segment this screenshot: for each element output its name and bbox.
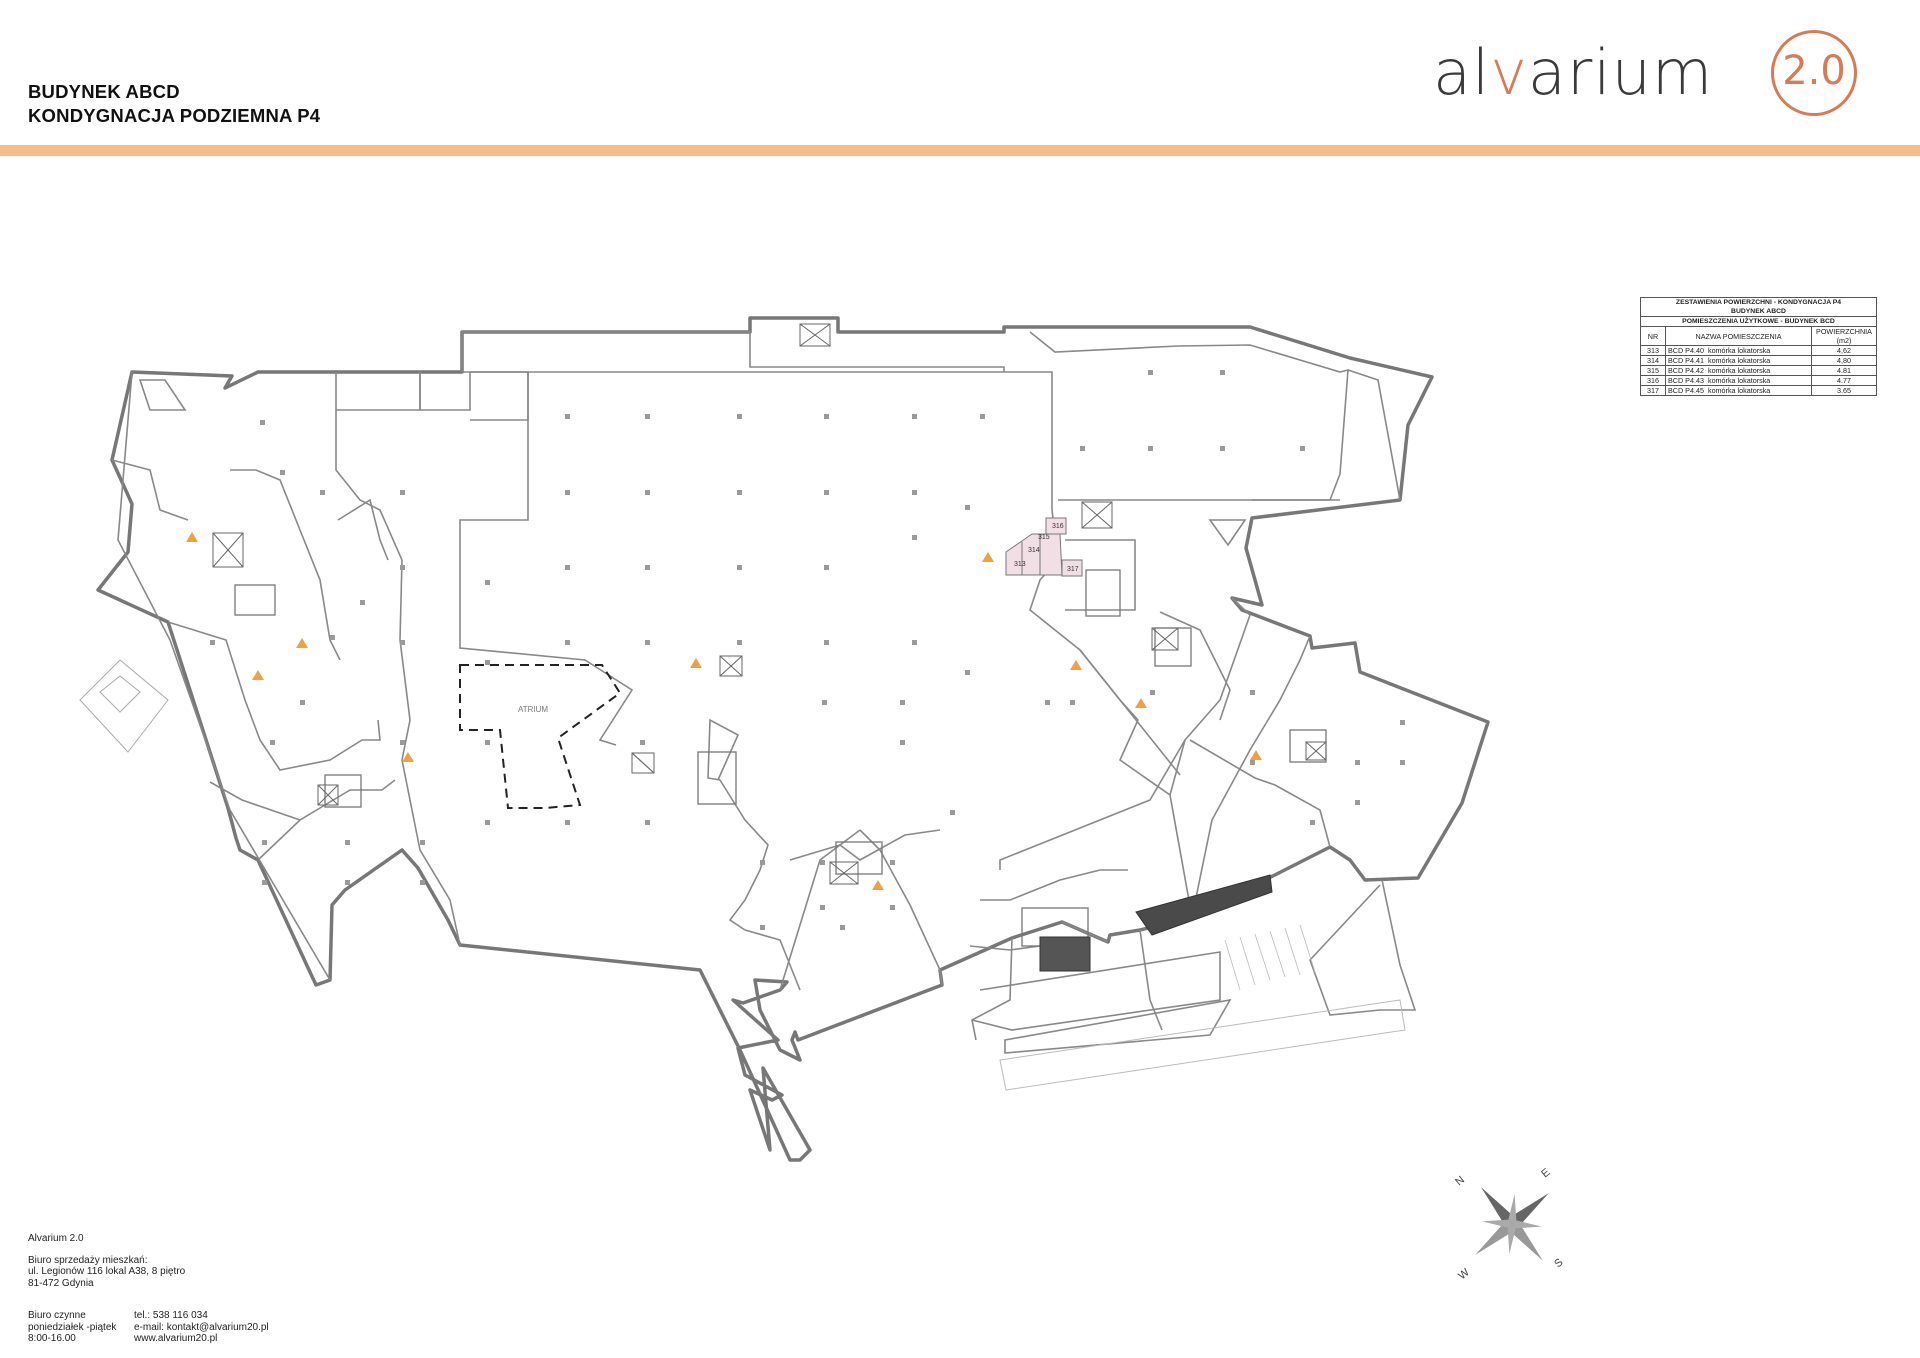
building-title: BUDYNEK ABCD [28, 81, 180, 102]
room-314-label: 314 [1028, 547, 1040, 554]
table-title-line1: ZESTAWIENIA POWIERZCHNI - KONDYGNACJA P4 [1675, 299, 1842, 306]
table-row: 313 BCD P4.40 komórka lokatorska 4,62 [1640, 345, 1877, 356]
logo-ring [1771, 30, 1857, 116]
stair-cores [234, 569, 1327, 947]
phone: tel.: 538 116 034 [134, 1310, 208, 1321]
storage-room-labels: 313 314 315 316 317 [1014, 523, 1079, 573]
outer-walls [96, 316, 1490, 1162]
logo-wordmark-accent: v [1490, 36, 1528, 109]
row-area: 4.77 [1811, 375, 1877, 386]
column-nr: NR [1640, 326, 1666, 346]
row-area: 4,62 [1811, 345, 1877, 356]
warning-triangle-icon [402, 752, 414, 762]
warning-triangle-icon [1070, 660, 1082, 670]
column-area-line1: POWIERZCHNIA [1816, 327, 1872, 336]
elevator-icons [212, 323, 1327, 885]
row-nr: 316 [1640, 375, 1666, 386]
atrium-outline [459, 664, 622, 809]
row-nr: 315 [1640, 365, 1666, 376]
row-area: 4,80 [1811, 355, 1877, 366]
column-area: POWIERZCHNIA(m2) [1811, 326, 1877, 346]
row-area: 4.81 [1811, 365, 1877, 376]
hydrant-markers [186, 532, 1262, 890]
footer-hours: Biuro czynne poniedziałek -piątek 8:00-1… [28, 1310, 116, 1345]
row-name: BCD P4.40 komórka lokatorska [1665, 345, 1812, 356]
ventilation-grills [1039, 874, 1273, 972]
warning-triangle-icon [252, 670, 264, 680]
row-nr: 317 [1640, 385, 1666, 396]
logo-wordmark: alvarium [1433, 36, 1713, 109]
room-313-label: 313 [1014, 561, 1026, 568]
footer-company: Alvarium 2.0 Biuro sprzedaży mieszkań: u… [28, 1233, 185, 1289]
exterior-shaft [79, 659, 169, 753]
column-area-line2: (m2) [1836, 336, 1852, 345]
sheet-title: BUDYNEK ABCD KONDYGNACJA PODZIEMNA P4 [28, 80, 320, 128]
compass-e: E [1539, 1166, 1552, 1180]
logo-version: 2.0 [1782, 48, 1846, 94]
table-title-line2: BUDYNEK ABCD [1731, 308, 1786, 315]
ramp-hatching [1224, 924, 1316, 991]
warning-triangle-icon [1135, 698, 1147, 708]
office-label: Biuro sprzedaży mieszkań: [28, 1254, 148, 1266]
inner-walls [111, 331, 1417, 1054]
warning-triangle-icon [186, 532, 198, 542]
room-317-label: 317 [1067, 566, 1079, 573]
row-area: 3.65 [1811, 385, 1877, 396]
table-row: 315 BCD P4.42 komórka lokatorska 4.81 [1640, 365, 1877, 376]
footer-contact: tel.: 538 116 034 e-mail: kontakt@alvari… [134, 1310, 269, 1345]
atrium-label: ATRIUM [518, 705, 548, 714]
website-link[interactable]: www.alvarium20.pl [134, 1333, 218, 1344]
row-name: BCD P4.45 komórka lokatorska [1665, 385, 1812, 396]
company-name: Alvarium 2.0 [28, 1233, 84, 1244]
logo-wordmark-prefix: al [1433, 36, 1491, 109]
table-row: 317 BCD P4.45 komórka lokatorska 3.65 [1640, 385, 1877, 396]
warning-triangle-icon [872, 880, 884, 890]
column-name: NAZWA POMIESZCZENIA [1665, 326, 1812, 346]
table-title: ZESTAWIENIA POWIERZCHNI - KONDYGNACJA P4… [1640, 297, 1877, 317]
row-name: BCD P4.42 komórka lokatorska [1665, 365, 1812, 376]
logo-wordmark-suffix: arium [1527, 36, 1714, 109]
storage-rooms [1005, 517, 1083, 577]
area-summary-table: ZESTAWIENIA POWIERZCHNI - KONDYGNACJA P4… [1640, 297, 1877, 396]
warning-triangle-icon [1250, 750, 1262, 760]
compass-n: N [1453, 1174, 1467, 1188]
ramp [999, 999, 1406, 1091]
alvarium-logo: alvarium 2.0 [1425, 26, 1885, 136]
address-line2: 81-472 Gdynia [28, 1277, 94, 1289]
compass-w: W [1456, 1266, 1472, 1282]
warning-triangle-icon [296, 638, 308, 648]
table-section: POMIESZCZENIA UŻYTKOWE - BUDYNEK BCD [1640, 316, 1877, 327]
table-row: 314 BCD P4.41 komórka lokatorska 4,80 [1640, 355, 1877, 366]
warning-triangle-icon [982, 552, 994, 562]
hours-value: 8:00-16.00 [28, 1333, 76, 1344]
email-link[interactable]: e-mail: kontakt@alvarium20.pl [134, 1321, 269, 1333]
compass-rose-icon: N E S W [1453, 1166, 1565, 1282]
room-316-label: 316 [1052, 523, 1064, 530]
row-nr: 314 [1640, 355, 1666, 366]
hours-label1: Biuro czynne [28, 1310, 86, 1321]
row-nr: 313 [1640, 345, 1666, 356]
structural-columns [210, 370, 1405, 930]
floor-title: KONDYGNACJA PODZIEMNA P4 [28, 105, 321, 126]
hours-label2: poniedziałek -piątek [28, 1321, 117, 1333]
compass-s: S [1552, 1256, 1565, 1270]
table-row: 316 BCD P4.43 komórka lokatorska 4.77 [1640, 375, 1877, 386]
room-315-label: 315 [1038, 534, 1050, 541]
row-name: BCD P4.41 komórka lokatorska [1665, 355, 1812, 366]
row-name: BCD P4.43 komórka lokatorska [1665, 375, 1812, 386]
header-divider [0, 145, 1920, 156]
address-line1: ul. Legionów 116 lokal A38, 8 piętro [28, 1266, 186, 1277]
warning-triangle-icon [690, 658, 702, 668]
